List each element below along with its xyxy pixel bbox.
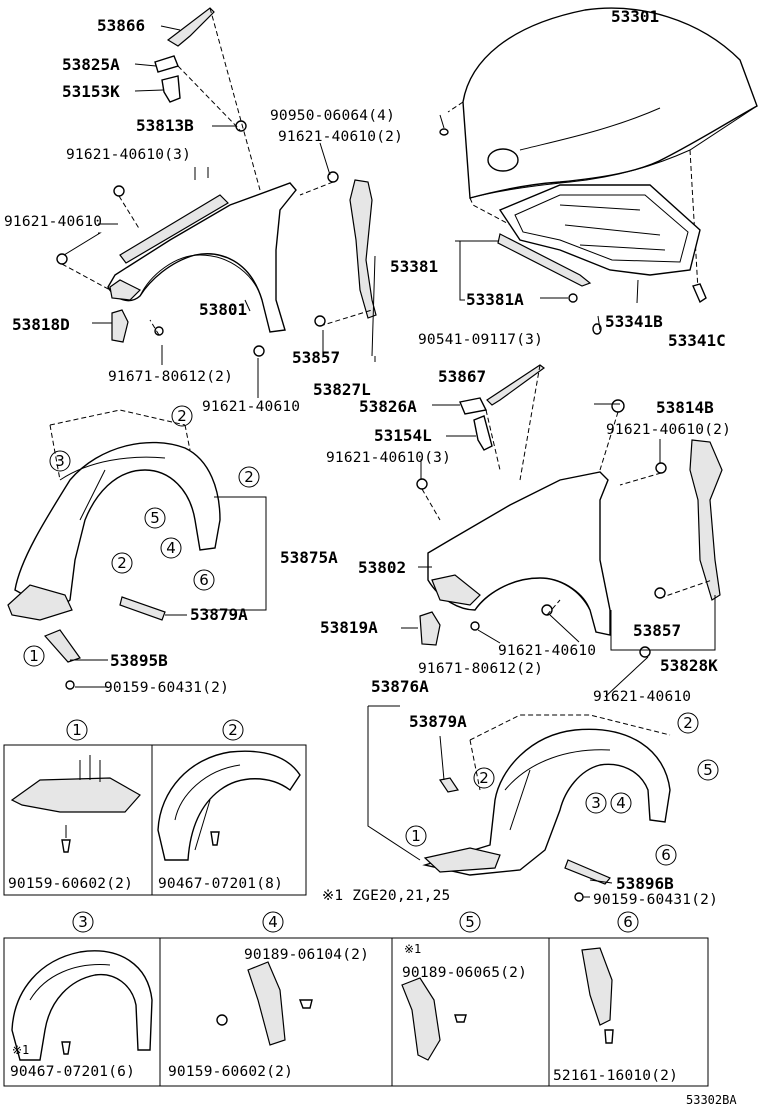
label-90467-07201-8: 90467-07201(8) — [158, 876, 283, 892]
callout-3: 3 — [55, 452, 65, 470]
label-53866: 53866 — [97, 16, 145, 35]
label-90189-06065: 90189-06065(2) — [402, 965, 527, 981]
callout-2: 2 — [177, 407, 187, 425]
label-91621-40610-2a: 91621-40610(2) — [278, 129, 403, 145]
callout-6: 6 — [661, 846, 671, 864]
label-90159-60431-b: 90159-60431(2) — [593, 892, 718, 908]
label-53813b: 53813B — [136, 116, 194, 135]
detail-box-row-2 — [3, 937, 709, 1087]
label-52161-16010: 52161-16010(2) — [553, 1068, 678, 1084]
fender-lower-illustration — [416, 364, 723, 658]
callout-4: 4 — [166, 539, 176, 557]
callout-4: 4 — [616, 794, 626, 812]
label-53879a-a: 53879A — [190, 605, 248, 624]
label-53826a: 53826A — [359, 397, 417, 416]
callout-6: 6 — [623, 913, 633, 931]
label-53828k: 53828K — [660, 656, 718, 675]
label-53814b: 53814B — [656, 398, 714, 417]
label-90159-60602-b: 90159-60602(2) — [168, 1064, 293, 1080]
label-91671-80612-2a: 91671-80612(2) — [108, 369, 233, 385]
callout-1: 1 — [29, 647, 39, 665]
label-91621-40610-b: 91621-40610 — [202, 399, 300, 415]
callout-2: 2 — [228, 721, 238, 739]
leader-lines — [63, 25, 716, 898]
label-53827l: 53827L — [313, 380, 371, 399]
label-53857b: 53857 — [633, 621, 681, 640]
detail-box-row-1 — [3, 744, 307, 896]
label-53879a-b: 53879A — [409, 712, 467, 731]
callout-5: 5 — [150, 509, 160, 527]
label-53381: 53381 — [390, 257, 438, 276]
label-53867: 53867 — [438, 367, 486, 386]
callout-4: 4 — [268, 913, 278, 931]
label-91621-40610-c: 91621-40610 — [498, 643, 596, 659]
label-53341c: 53341C — [668, 331, 726, 350]
label-90159-60602-a: 90159-60602(2) — [8, 876, 133, 892]
note-zge: ※1 ZGE20,21,25 — [322, 888, 450, 904]
label-53153k: 53153K — [62, 82, 120, 101]
callout-3: 3 — [78, 913, 88, 931]
label-91621-40610-d: 91621-40610 — [593, 689, 691, 705]
label-53818d: 53818D — [12, 315, 70, 334]
label-91671-80612-2b: 91671-80612(2) — [418, 661, 543, 677]
label-90189-06104: 90189-06104(2) — [244, 947, 369, 963]
callout-2: 2 — [479, 769, 489, 787]
label-90159-60431-a: 90159-60431(2) — [104, 680, 229, 696]
callout-circles: 2 3 2 5 4 2 6 1 2 5 2 3 4 1 6 1 2 3 4 5 … — [23, 405, 719, 933]
label-53876a: 53876A — [371, 677, 429, 696]
label-91621-40610-3a: 91621-40610(3) — [66, 147, 191, 163]
callout-1: 1 — [411, 827, 421, 845]
liner-upper-illustration — [7, 409, 221, 690]
callout-1: 1 — [72, 721, 82, 739]
label-53802: 53802 — [358, 558, 406, 577]
label-53857a: 53857 — [292, 348, 340, 367]
callout-2: 2 — [244, 468, 254, 486]
callout-5: 5 — [465, 913, 475, 931]
label-53825a: 53825A — [62, 55, 120, 74]
label-53895b: 53895B — [110, 651, 168, 670]
label-53819a: 53819A — [320, 618, 378, 637]
drawing-code: 53302BA — [686, 1093, 737, 1107]
label-53381a: 53381A — [466, 290, 524, 309]
label-91621-40610-3b: 91621-40610(3) — [326, 450, 451, 466]
asterisk-mark-3: ※1 — [12, 1043, 29, 1057]
label-53341b: 53341B — [605, 312, 663, 331]
label-91621-40610-2b: 91621-40610(2) — [606, 422, 731, 438]
callout-2: 2 — [683, 714, 693, 732]
label-90950-06064: 90950-06064(4) — [270, 108, 395, 124]
callout-6: 6 — [199, 571, 209, 589]
label-90541-09117: 90541-09117(3) — [418, 332, 543, 348]
label-53801: 53801 — [199, 300, 247, 319]
callout-5: 5 — [703, 761, 713, 779]
fender-upper-illustration — [56, 7, 377, 357]
label-53875a: 53875A — [280, 548, 338, 567]
callout-2: 2 — [117, 554, 127, 572]
label-53896b: 53896B — [616, 874, 674, 893]
hood-illustration — [439, 7, 758, 335]
label-90467-07201-6: 90467-07201(6) — [10, 1064, 135, 1080]
part-labels: 53866 53825A 53153K 53813B 91621-40610(3… — [4, 7, 737, 1107]
asterisk-mark-5: ※1 — [404, 942, 421, 956]
label-91621-40610-a: 91621-40610 — [4, 214, 102, 230]
liner-lower-illustration — [422, 714, 671, 902]
callout-3: 3 — [591, 794, 601, 812]
label-53301: 53301 — [611, 7, 659, 26]
label-53154l: 53154L — [374, 426, 432, 445]
